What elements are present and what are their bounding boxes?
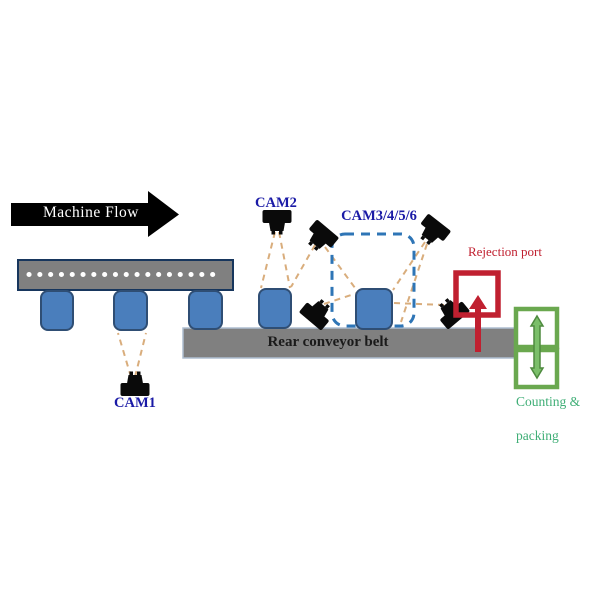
product-1 xyxy=(40,290,74,331)
cam1-label: CAM1 xyxy=(114,395,156,411)
cam5-camera-icon xyxy=(298,293,337,331)
counting-packing-line1: Counting & xyxy=(516,394,581,409)
rear-conveyor-belt xyxy=(182,327,524,359)
product-4 xyxy=(258,288,292,329)
camera-sightlines xyxy=(117,231,445,378)
cam-group-label: CAM3/4/5/6 xyxy=(341,208,417,224)
product-2 xyxy=(113,290,148,331)
cam6-camera-icon xyxy=(432,292,471,330)
cam2-label: CAM2 xyxy=(255,195,297,211)
machine-flow-label: Machine Flow xyxy=(43,204,139,221)
counting-packing-line2: packing xyxy=(516,428,559,443)
product-objects xyxy=(40,288,393,331)
product-5 xyxy=(355,288,393,330)
product-3 xyxy=(188,290,223,330)
cam2-camera-icon xyxy=(262,210,292,235)
counting-packing-label: Counting & packing xyxy=(516,376,600,444)
rejection-port-label: Rejection port xyxy=(467,244,542,259)
cam1-camera-icon xyxy=(120,371,150,396)
up-arrow-icon xyxy=(469,295,487,352)
up-down-arrow-icon xyxy=(529,314,545,380)
rear-conveyor-belt-label: Rear conveyor belt xyxy=(267,334,389,350)
flow-arrow-icon xyxy=(11,191,179,237)
